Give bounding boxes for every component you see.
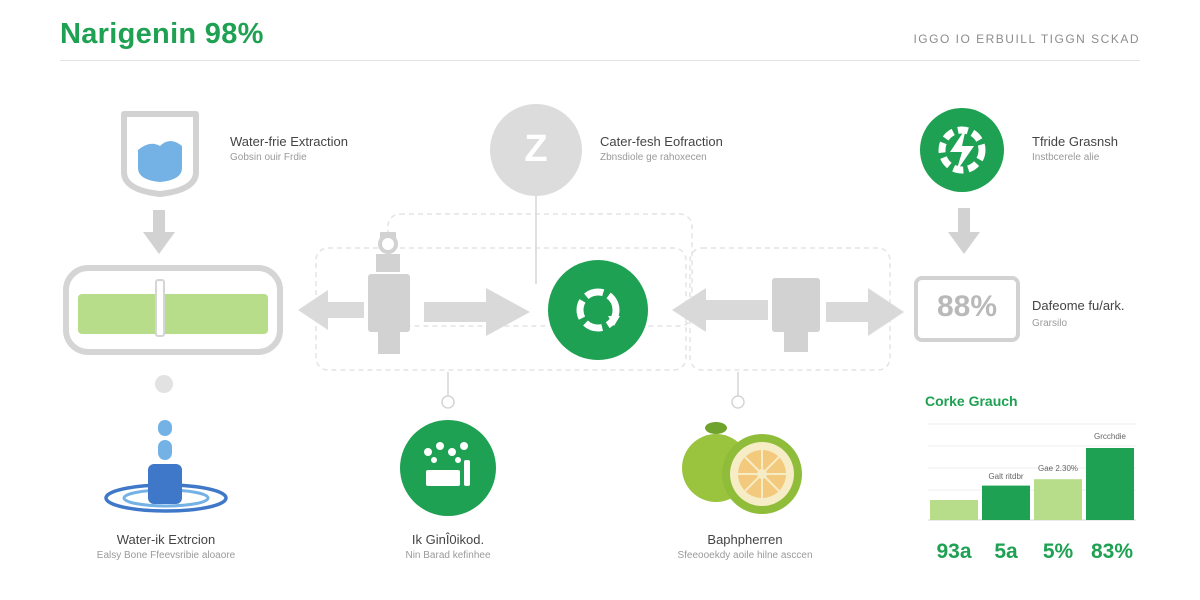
step-top-left-label: Water-frie Extraction xyxy=(230,134,348,149)
bar-4-top-label: Grcchdie xyxy=(1093,432,1126,441)
down-arrow-right-icon xyxy=(948,208,980,254)
bar-chart-bars xyxy=(930,448,1134,520)
bar-1 xyxy=(930,500,978,520)
step-top-center-label: Cater-fesh Eofraction xyxy=(600,134,723,149)
step-bottom-1-label: Water-ik Extrcion xyxy=(116,532,216,547)
right-arrow-icon xyxy=(424,288,530,336)
step-bottom-2-sub: Nin Barad kefinhee xyxy=(405,550,491,561)
right-arrow-2-icon xyxy=(826,288,904,336)
step-top-right-label: Tfride Grasnsh xyxy=(1032,134,1118,149)
bar-4-value: 83% xyxy=(1090,540,1134,563)
z-circle-icon xyxy=(490,104,582,196)
recycle-circle-icon xyxy=(548,260,648,360)
bar-2 xyxy=(982,485,1030,520)
page-title: Narigenin 98% xyxy=(60,18,264,50)
bar-chart-title: Corke Grauch xyxy=(925,393,1018,409)
crystals-circle-icon xyxy=(400,420,496,516)
bar-2-value: 5a xyxy=(994,540,1018,563)
gear-lightning-icon xyxy=(920,108,1004,192)
bar-4 xyxy=(1086,448,1134,520)
header-divider xyxy=(60,60,1140,61)
display-icon xyxy=(914,276,1020,342)
beaker-icon xyxy=(121,111,199,197)
bar-2-top-label: Galt ritdbr xyxy=(988,472,1024,481)
display-value: 88% xyxy=(936,290,998,323)
return-arrow-icon xyxy=(672,288,768,332)
step-bottom-2-label: Ik GinÎ0ikod. xyxy=(411,532,485,547)
step-top-right-sub: Instbcerele alie xyxy=(1032,152,1100,163)
step-mid-right-sub: Grarsilo xyxy=(1032,318,1068,329)
bar-3-top-label: Gae 2.30% xyxy=(1037,464,1079,473)
bar-3 xyxy=(1034,479,1082,520)
connector-lines xyxy=(441,196,745,409)
step-top-left-sub: Gobsin ouir Frdie xyxy=(230,152,307,163)
step-mid-right-label: Dafeome fu/ark. xyxy=(1032,298,1125,313)
header-right-text: IGGO IO ERBUILL TIGGN SCKAD xyxy=(913,32,1140,46)
pomelo-icon xyxy=(682,422,802,514)
tank-icon xyxy=(63,265,283,355)
z-letter: Z xyxy=(524,128,548,170)
pipe-icon xyxy=(368,232,410,354)
pipe-right-icon xyxy=(772,278,820,352)
down-arrow-icon xyxy=(143,210,175,254)
step-bottom-1-sub: Ealsy Bone Ffeevsribie aloaore xyxy=(96,550,236,561)
step-top-center-sub: Zbnsdiole ge rahoxecen xyxy=(600,152,707,163)
indicator-dot xyxy=(155,375,173,393)
water-drop-icon xyxy=(104,420,228,513)
bar-1-value: 93a xyxy=(936,540,972,563)
left-arrow-icon xyxy=(298,290,364,330)
step-bottom-3-sub: Sfeeooekdy aoile hilne asccen xyxy=(677,550,813,561)
step-bottom-3-label: Baphpherren xyxy=(707,532,783,547)
bar-3-value: 5% xyxy=(1042,540,1074,563)
